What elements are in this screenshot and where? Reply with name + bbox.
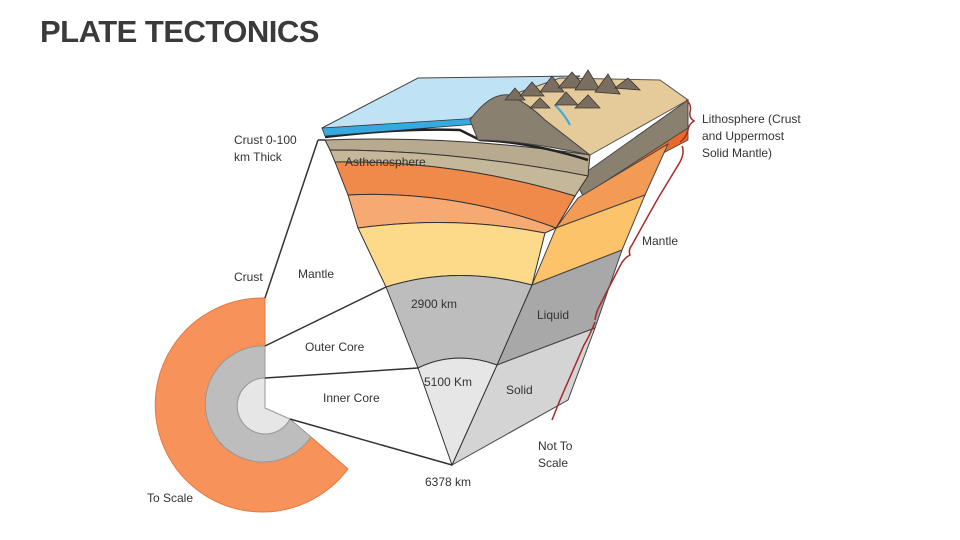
page-title: PLATE TECTONICS xyxy=(40,14,319,49)
solid-label: Solid xyxy=(506,383,533,397)
core-bracket xyxy=(551,321,596,421)
to-scale-label: To Scale xyxy=(147,491,193,505)
earth-wedge xyxy=(321,69,689,467)
not-to-scale-label-2: Scale xyxy=(538,456,568,470)
depth-6378-label: 6378 km xyxy=(425,475,471,489)
lithosphere-bracket xyxy=(679,99,696,143)
depth-5100-label: 5100 Km xyxy=(424,375,472,389)
lithosphere-label-3: Solid Mantle) xyxy=(702,146,772,160)
brackets xyxy=(551,99,696,421)
outer-core-left-label: Outer Core xyxy=(305,340,365,354)
inner-core-left-label: Inner Core xyxy=(323,391,380,405)
depth-2900-label: 2900 km xyxy=(411,297,457,311)
liquid-label: Liquid xyxy=(537,308,569,322)
not-to-scale-label-1: Not To xyxy=(538,439,573,453)
asthenosphere-label: Asthenosphere xyxy=(345,155,426,169)
to-scale-inner-core xyxy=(236,377,291,435)
mountain-range xyxy=(504,69,642,109)
lithosphere-label-1: Lithosphere (Crust xyxy=(702,112,801,126)
crust-thickness-label-1: Crust 0-100 xyxy=(234,133,297,147)
crust-left-label: Crust xyxy=(234,270,263,284)
crust-thickness-label-2: km Thick xyxy=(234,150,283,164)
coastal-mountain xyxy=(469,94,591,156)
mantle-right-label: Mantle xyxy=(642,234,678,248)
mantle-bracket xyxy=(594,145,684,321)
to-scale-earth-section xyxy=(154,297,349,513)
mantle-left-label: Mantle xyxy=(298,267,334,281)
inner-core-layer xyxy=(417,357,498,467)
lithosphere-label-2: and Uppermost xyxy=(702,129,785,143)
connector-lines xyxy=(264,139,453,466)
river xyxy=(554,104,571,126)
